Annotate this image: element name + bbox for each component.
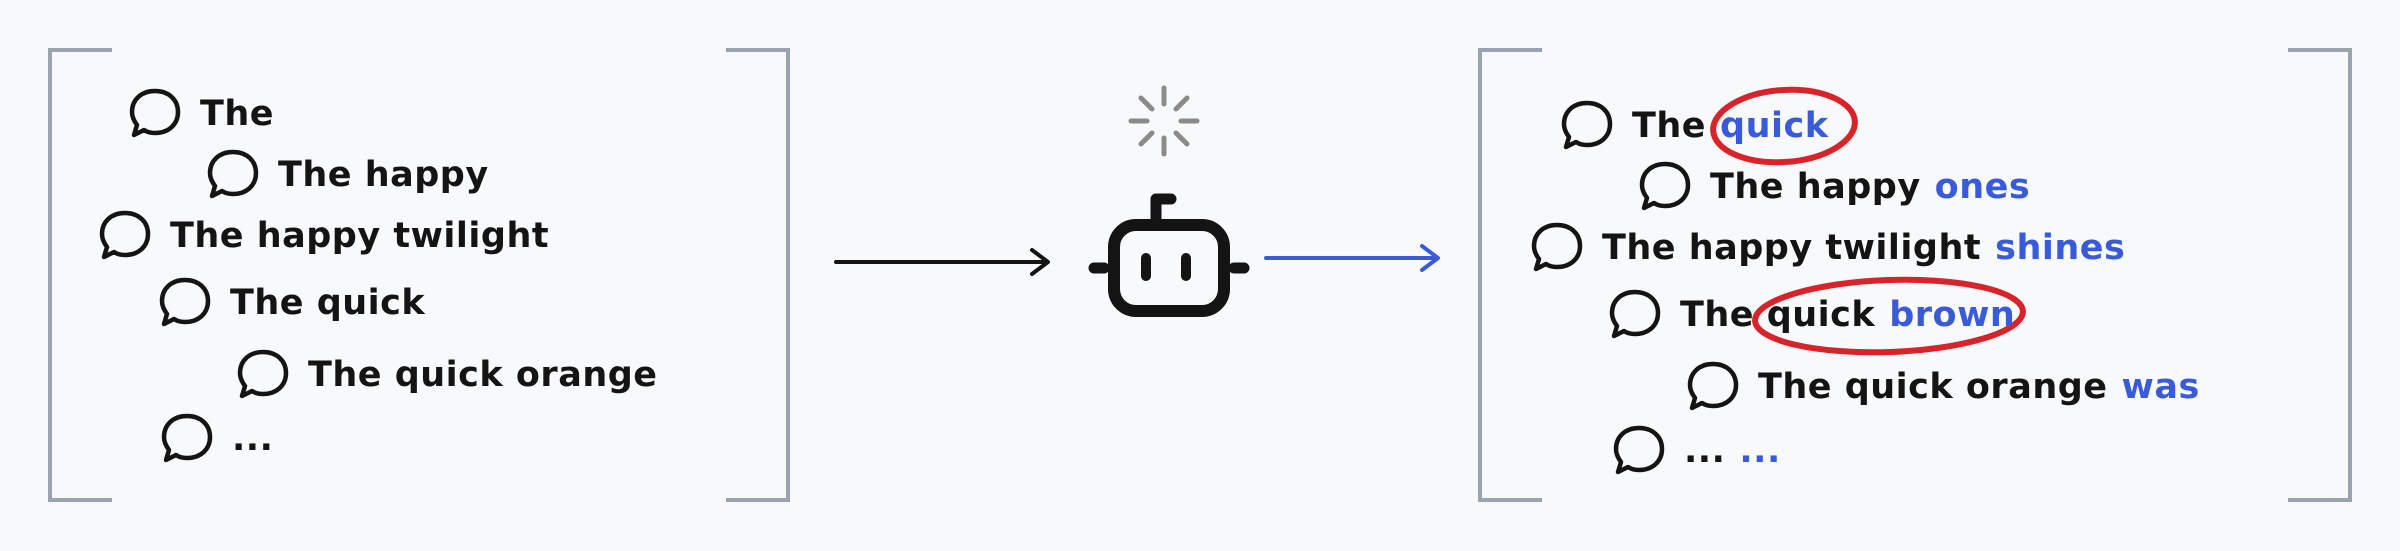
- output-prompt-1: The quick: [1558, 96, 1829, 156]
- highlight-ellipse-quick-brown: [1752, 276, 2026, 356]
- continuation-text: was: [2121, 367, 2200, 407]
- left-bracket-close: [726, 48, 790, 502]
- robot-icon: [1088, 193, 1250, 317]
- speech-bubble-icon: [1636, 158, 1694, 216]
- prompt-text: The quick orange: [1758, 367, 2108, 407]
- speech-bubble-icon: [1558, 97, 1616, 155]
- output-prompt-5: The quick orange was: [1684, 357, 2200, 417]
- output-prompt-3: The happy twilight shines: [1528, 218, 2125, 278]
- prompt-text: The: [1632, 106, 1707, 146]
- loading-spinner-icon: [1128, 85, 1200, 157]
- prompt-text: The happy twilight: [170, 216, 550, 256]
- prompt-text: The quick: [230, 283, 426, 323]
- speech-bubble-icon: [1684, 358, 1742, 416]
- prompt-text: The happy: [1710, 167, 1921, 207]
- speech-bubble-icon: [234, 346, 292, 404]
- input-prompt-1: The: [126, 84, 274, 144]
- speech-bubble-icon: [1610, 422, 1668, 480]
- prompt-text: ...: [1684, 431, 1726, 471]
- continuation-text: ones: [1934, 167, 2031, 207]
- highlight-ellipse-quick: [1710, 86, 1858, 166]
- speech-bubble-icon: [126, 85, 184, 143]
- speech-bubble-icon: [204, 146, 262, 204]
- prompt-text: The: [200, 94, 275, 134]
- input-prompt-6: ...: [158, 409, 273, 469]
- input-prompt-5: The quick orange: [234, 345, 658, 405]
- speech-bubble-icon: [1606, 286, 1664, 344]
- prompt-text: The quick: [1680, 295, 1876, 335]
- input-prompt-3: The happy twilight: [96, 206, 549, 266]
- continuation-text: quick: [1720, 106, 1829, 146]
- left-bracket-open: [48, 48, 112, 502]
- input-prompt-4: The quick: [156, 273, 425, 333]
- prompt-text: The quick orange: [308, 355, 658, 395]
- continuation-text: brown: [1889, 295, 2016, 335]
- continuation-text: shines: [1995, 228, 2126, 268]
- output-prompt-4: The quick brown: [1606, 285, 2015, 345]
- speech-bubble-icon: [156, 274, 214, 332]
- input-prompt-2: The happy: [204, 145, 489, 205]
- output-prompt-2: The happy ones: [1636, 157, 2030, 217]
- right-bracket-close: [2288, 48, 2352, 502]
- output-prompt-6: ... ...: [1610, 421, 1781, 481]
- output-arrow: [1264, 244, 1440, 272]
- input-arrow: [834, 248, 1050, 276]
- continuation-text: ...: [1739, 431, 1781, 471]
- speech-bubble-icon: [96, 207, 154, 265]
- prompt-text: The happy twilight: [1602, 228, 1982, 268]
- right-bracket-open: [1478, 48, 1542, 502]
- prompt-text: ...: [232, 419, 274, 459]
- speech-bubble-icon: [158, 410, 216, 468]
- speech-bubble-icon: [1528, 219, 1586, 277]
- prompt-text: The happy: [278, 155, 489, 195]
